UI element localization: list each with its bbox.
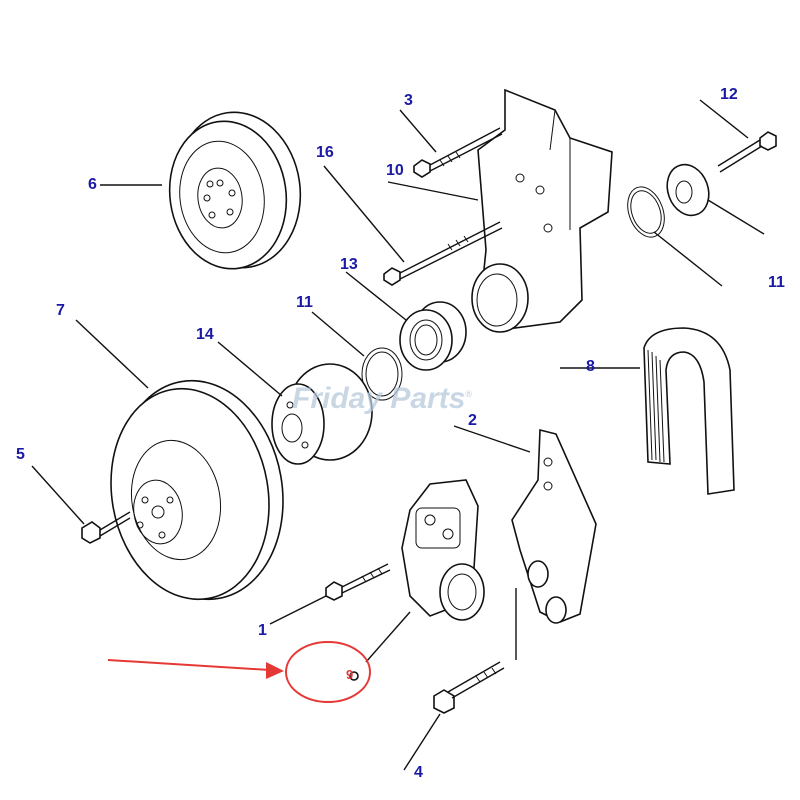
idler-washer bbox=[666, 163, 710, 217]
part-label-1: 1 bbox=[258, 622, 267, 639]
snap-ring-11-upper bbox=[627, 186, 665, 238]
tensioner-bracket-2 bbox=[511, 428, 597, 624]
part-label-16: 16 bbox=[316, 144, 334, 161]
bolt-5 bbox=[81, 511, 131, 544]
part-label-11-middle: 11 bbox=[296, 294, 313, 311]
bolt-12 bbox=[717, 131, 777, 173]
part-label-13: 13 bbox=[340, 256, 358, 273]
part-label-4: 4 bbox=[414, 764, 423, 781]
part-label-9: 9 bbox=[346, 667, 354, 682]
bearing-13 bbox=[399, 301, 467, 371]
part-label-2: 2 bbox=[468, 412, 477, 429]
part-label-5: 5 bbox=[16, 446, 25, 463]
damper-pulley-7 bbox=[110, 379, 284, 601]
snap-ring-11-middle bbox=[361, 347, 403, 401]
bolt-3 bbox=[413, 127, 503, 178]
nut-9 bbox=[349, 671, 359, 681]
belt-8 bbox=[643, 327, 735, 495]
bolt-16 bbox=[383, 221, 503, 286]
part-label-8: 8 bbox=[586, 358, 595, 375]
bolt-1 bbox=[325, 563, 391, 601]
pump-bracket bbox=[471, 88, 613, 333]
highlight-marker bbox=[107, 641, 371, 703]
part-label-14: 14 bbox=[196, 326, 214, 343]
part-label-3: 3 bbox=[404, 92, 413, 109]
watermark-logo: Friday Parts® bbox=[292, 382, 473, 415]
part-label-6: 6 bbox=[88, 176, 97, 193]
bolt-4 bbox=[433, 661, 505, 714]
belt-tensioner-9 bbox=[401, 479, 485, 621]
part-label-11-right: 11 bbox=[768, 274, 785, 291]
hub-14 bbox=[271, 363, 373, 465]
part-label-10: 10 bbox=[386, 162, 404, 179]
pulley-6 bbox=[168, 111, 302, 270]
part-label-7: 7 bbox=[56, 302, 65, 319]
part-label-12: 12 bbox=[720, 86, 738, 103]
